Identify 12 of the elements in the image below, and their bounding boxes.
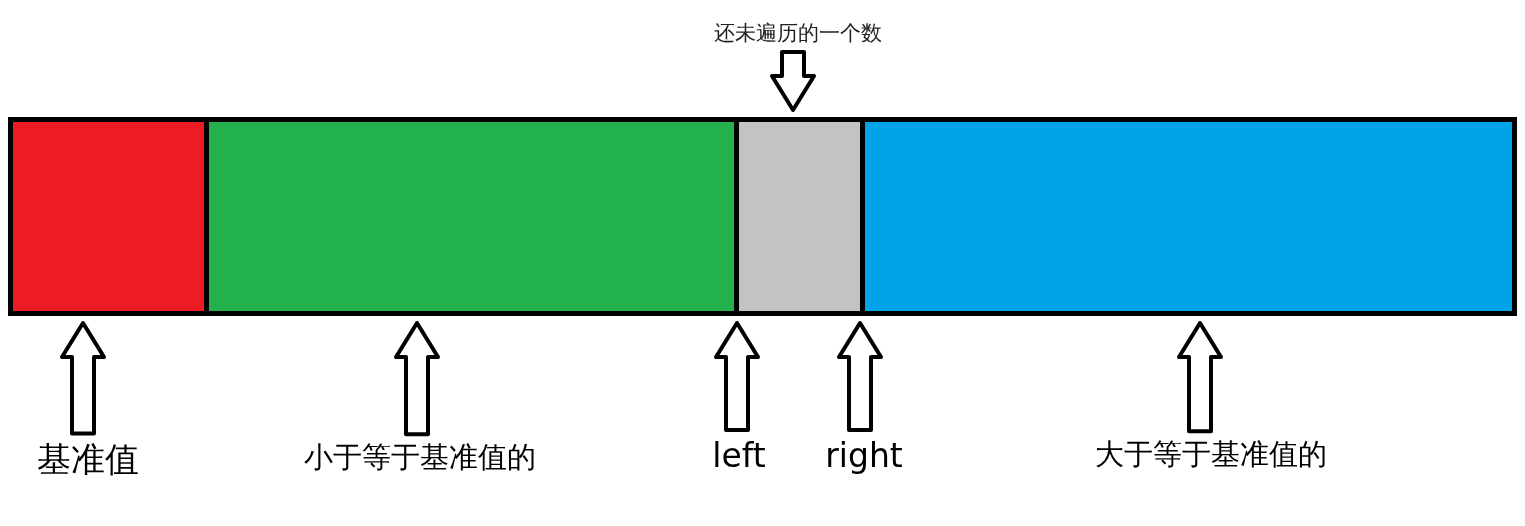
annotation-label: 还未遍历的一个数 <box>714 20 882 46</box>
hollow-arrow <box>394 321 440 437</box>
hollow-arrow <box>60 321 106 436</box>
hollow-arrow <box>770 50 816 112</box>
pointer-label: right <box>825 437 903 475</box>
hollow-arrow <box>714 321 760 432</box>
hollow-arrow <box>1177 321 1223 434</box>
hollow-arrow <box>837 321 883 432</box>
segment-label: 大于等于基准值的 <box>1095 438 1327 472</box>
segment-label: 基准值 <box>37 440 139 480</box>
pointer-label: left <box>712 437 766 475</box>
segment-label: 小于等于基准值的 <box>304 441 536 475</box>
